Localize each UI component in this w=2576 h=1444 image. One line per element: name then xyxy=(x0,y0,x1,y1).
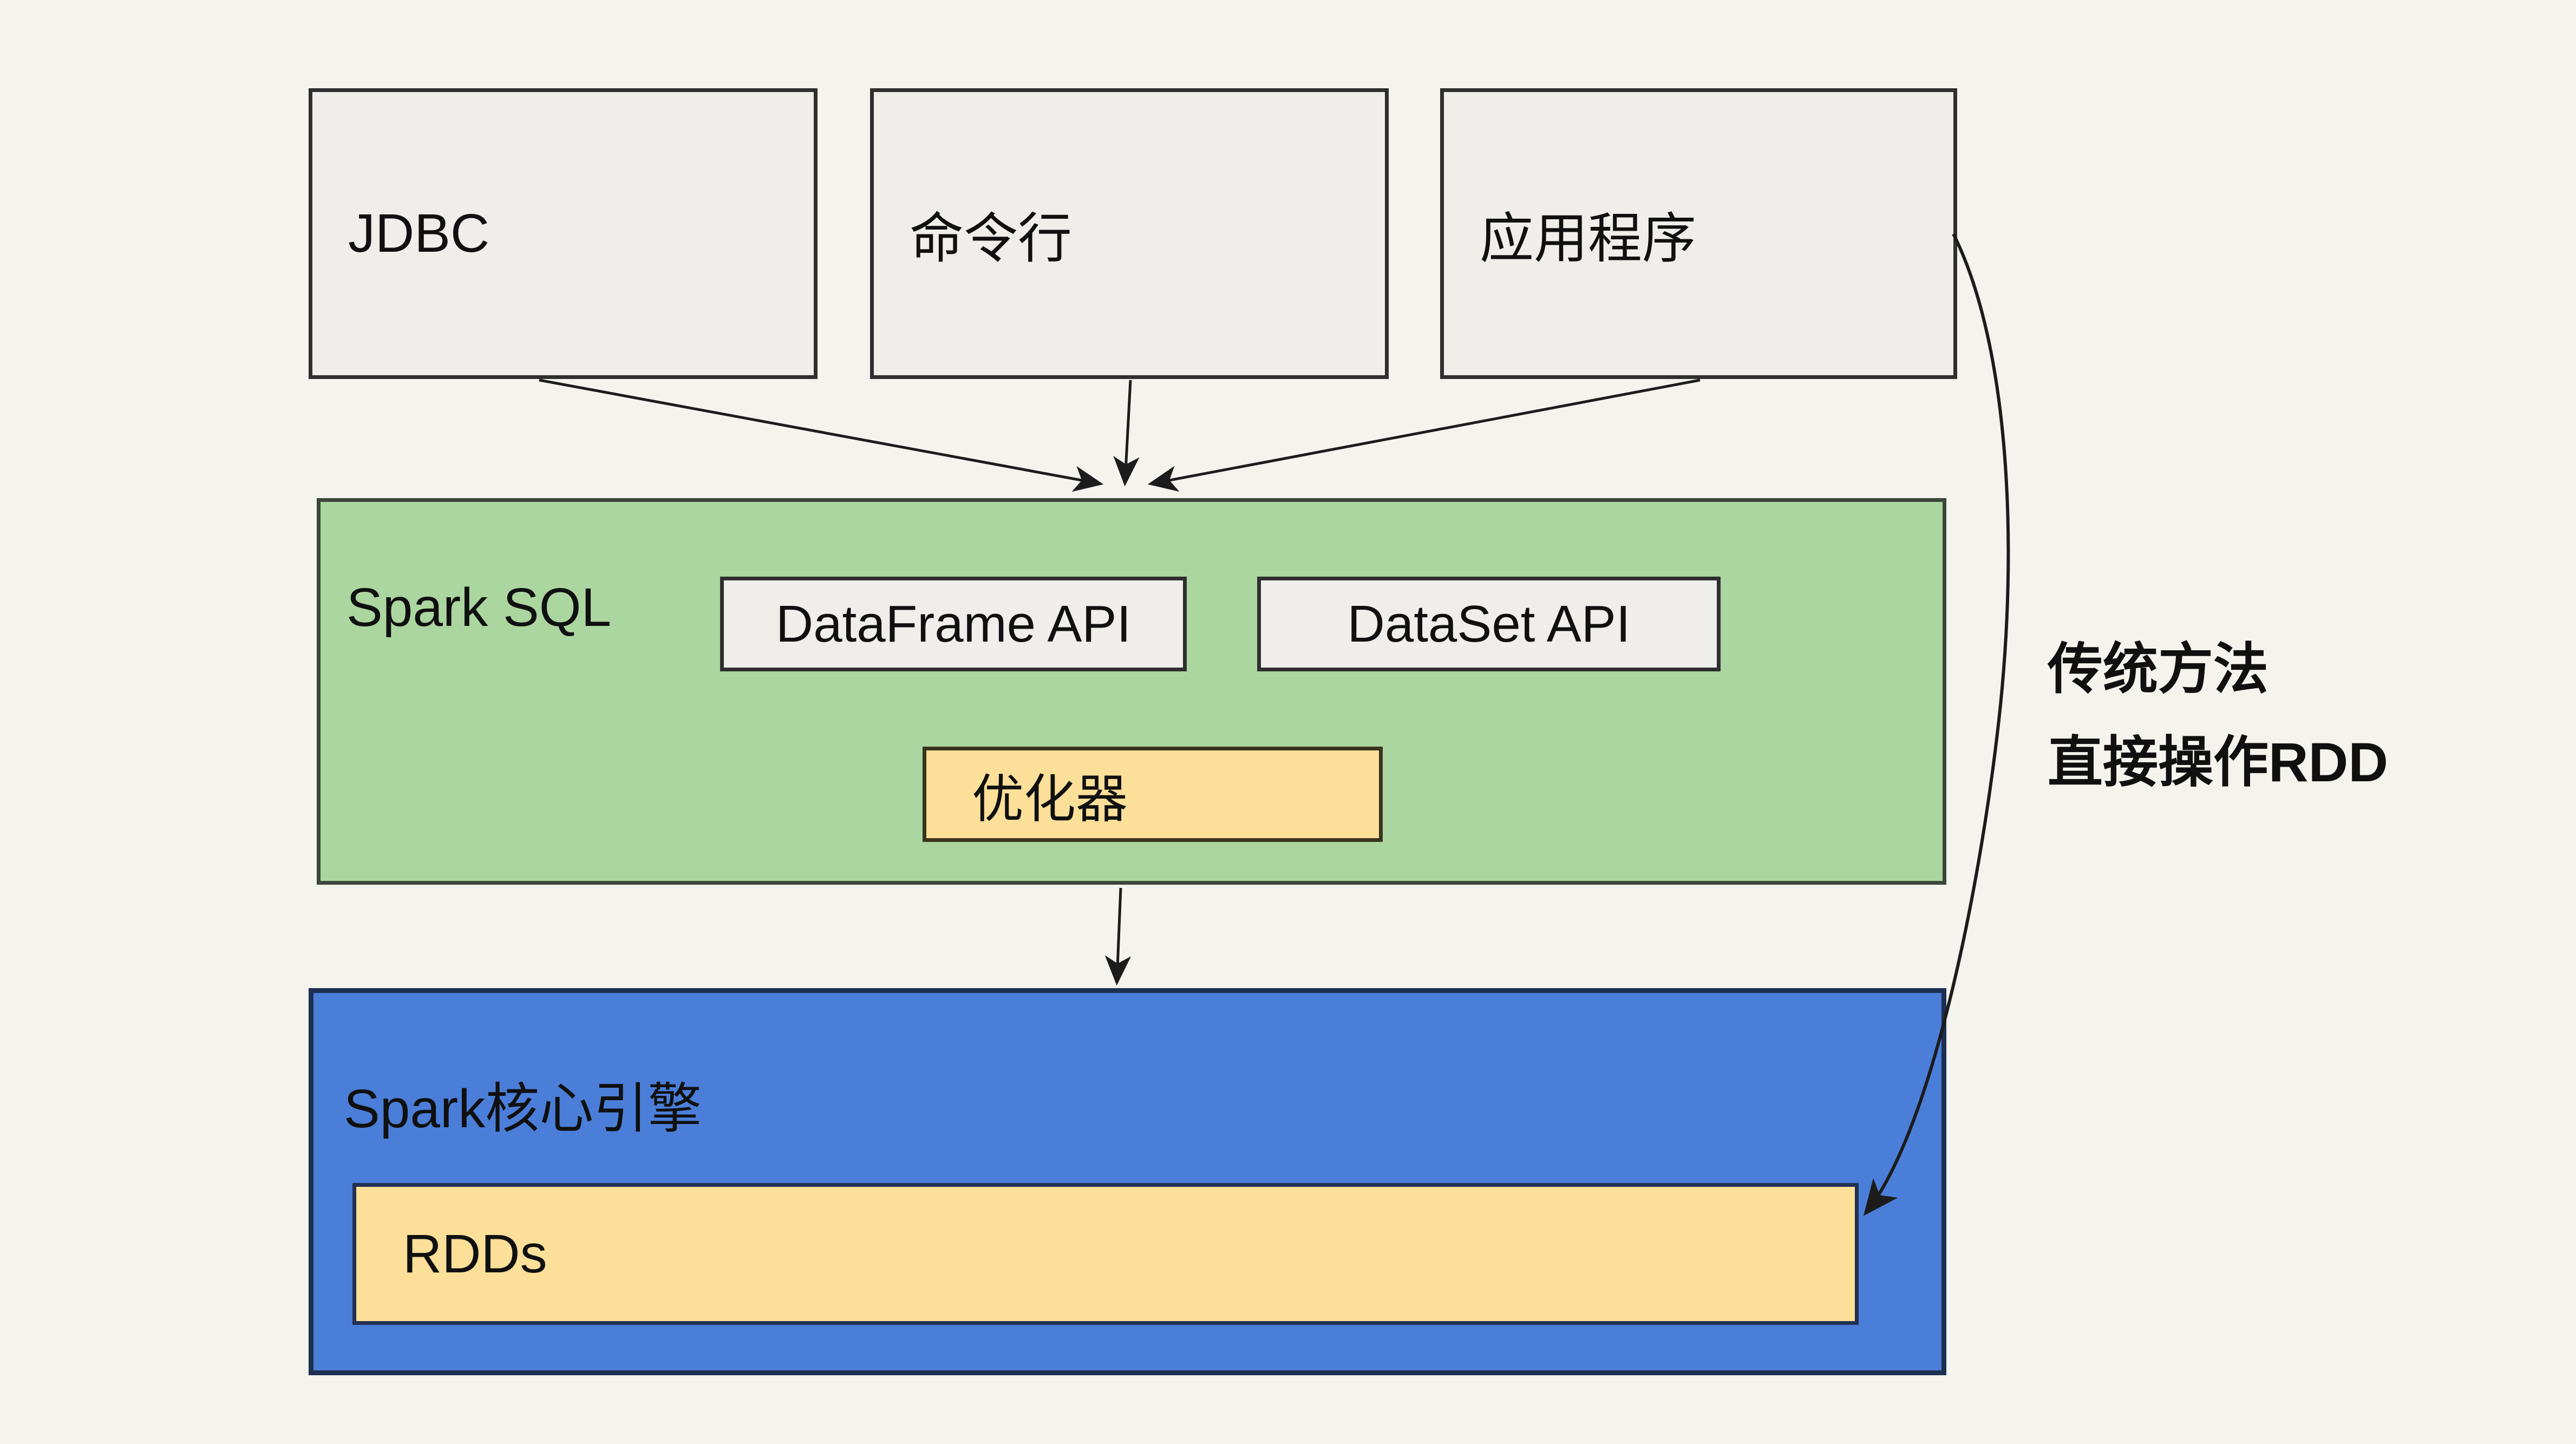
spark-core-container: Spark核心引擎 RDDs xyxy=(309,988,1946,1375)
jdbc-box: JDBC xyxy=(309,88,818,379)
optimizer-box: 优化器 xyxy=(923,747,1383,842)
arrow-spark-sql-to-spark-core xyxy=(1104,887,1132,986)
arrow-application-to-spark-sql xyxy=(1147,378,1701,492)
spark-sql-label: Spark SQL xyxy=(346,577,612,638)
traditional-method-annotation: 传统方法 直接操作RDD xyxy=(2048,623,2388,809)
arrow-command-line-to-spark-sql xyxy=(1113,380,1140,487)
dataset-api-box: DataSet API xyxy=(1257,577,1721,671)
dataset-api-label: DataSet API xyxy=(1347,594,1631,653)
application-box: 应用程序 xyxy=(1440,88,1957,379)
application-label: 应用程序 xyxy=(1480,208,1696,269)
dataframe-api-label: DataFrame API xyxy=(775,594,1132,653)
rdds-label: RDDs xyxy=(403,1223,547,1284)
command-line-box: 命令行 xyxy=(870,88,1389,379)
optimizer-label: 优化器 xyxy=(972,770,1128,828)
spark-sql-container: Spark SQL DataFrame API DataSet API 优化器 xyxy=(317,498,1946,885)
dataframe-api-box: DataFrame API xyxy=(720,577,1187,671)
rdds-box: RDDs xyxy=(352,1183,1859,1325)
jdbc-label: JDBC xyxy=(348,203,490,264)
command-line-label: 命令行 xyxy=(910,208,1072,269)
spark-core-label: Spark核心引擎 xyxy=(344,1079,702,1139)
arrow-jdbc-to-spark-sql xyxy=(539,378,1104,492)
annotation-line-2: 直接操作RDD xyxy=(2048,731,2388,793)
annotation-line-1: 传统方法 xyxy=(2048,638,2268,700)
